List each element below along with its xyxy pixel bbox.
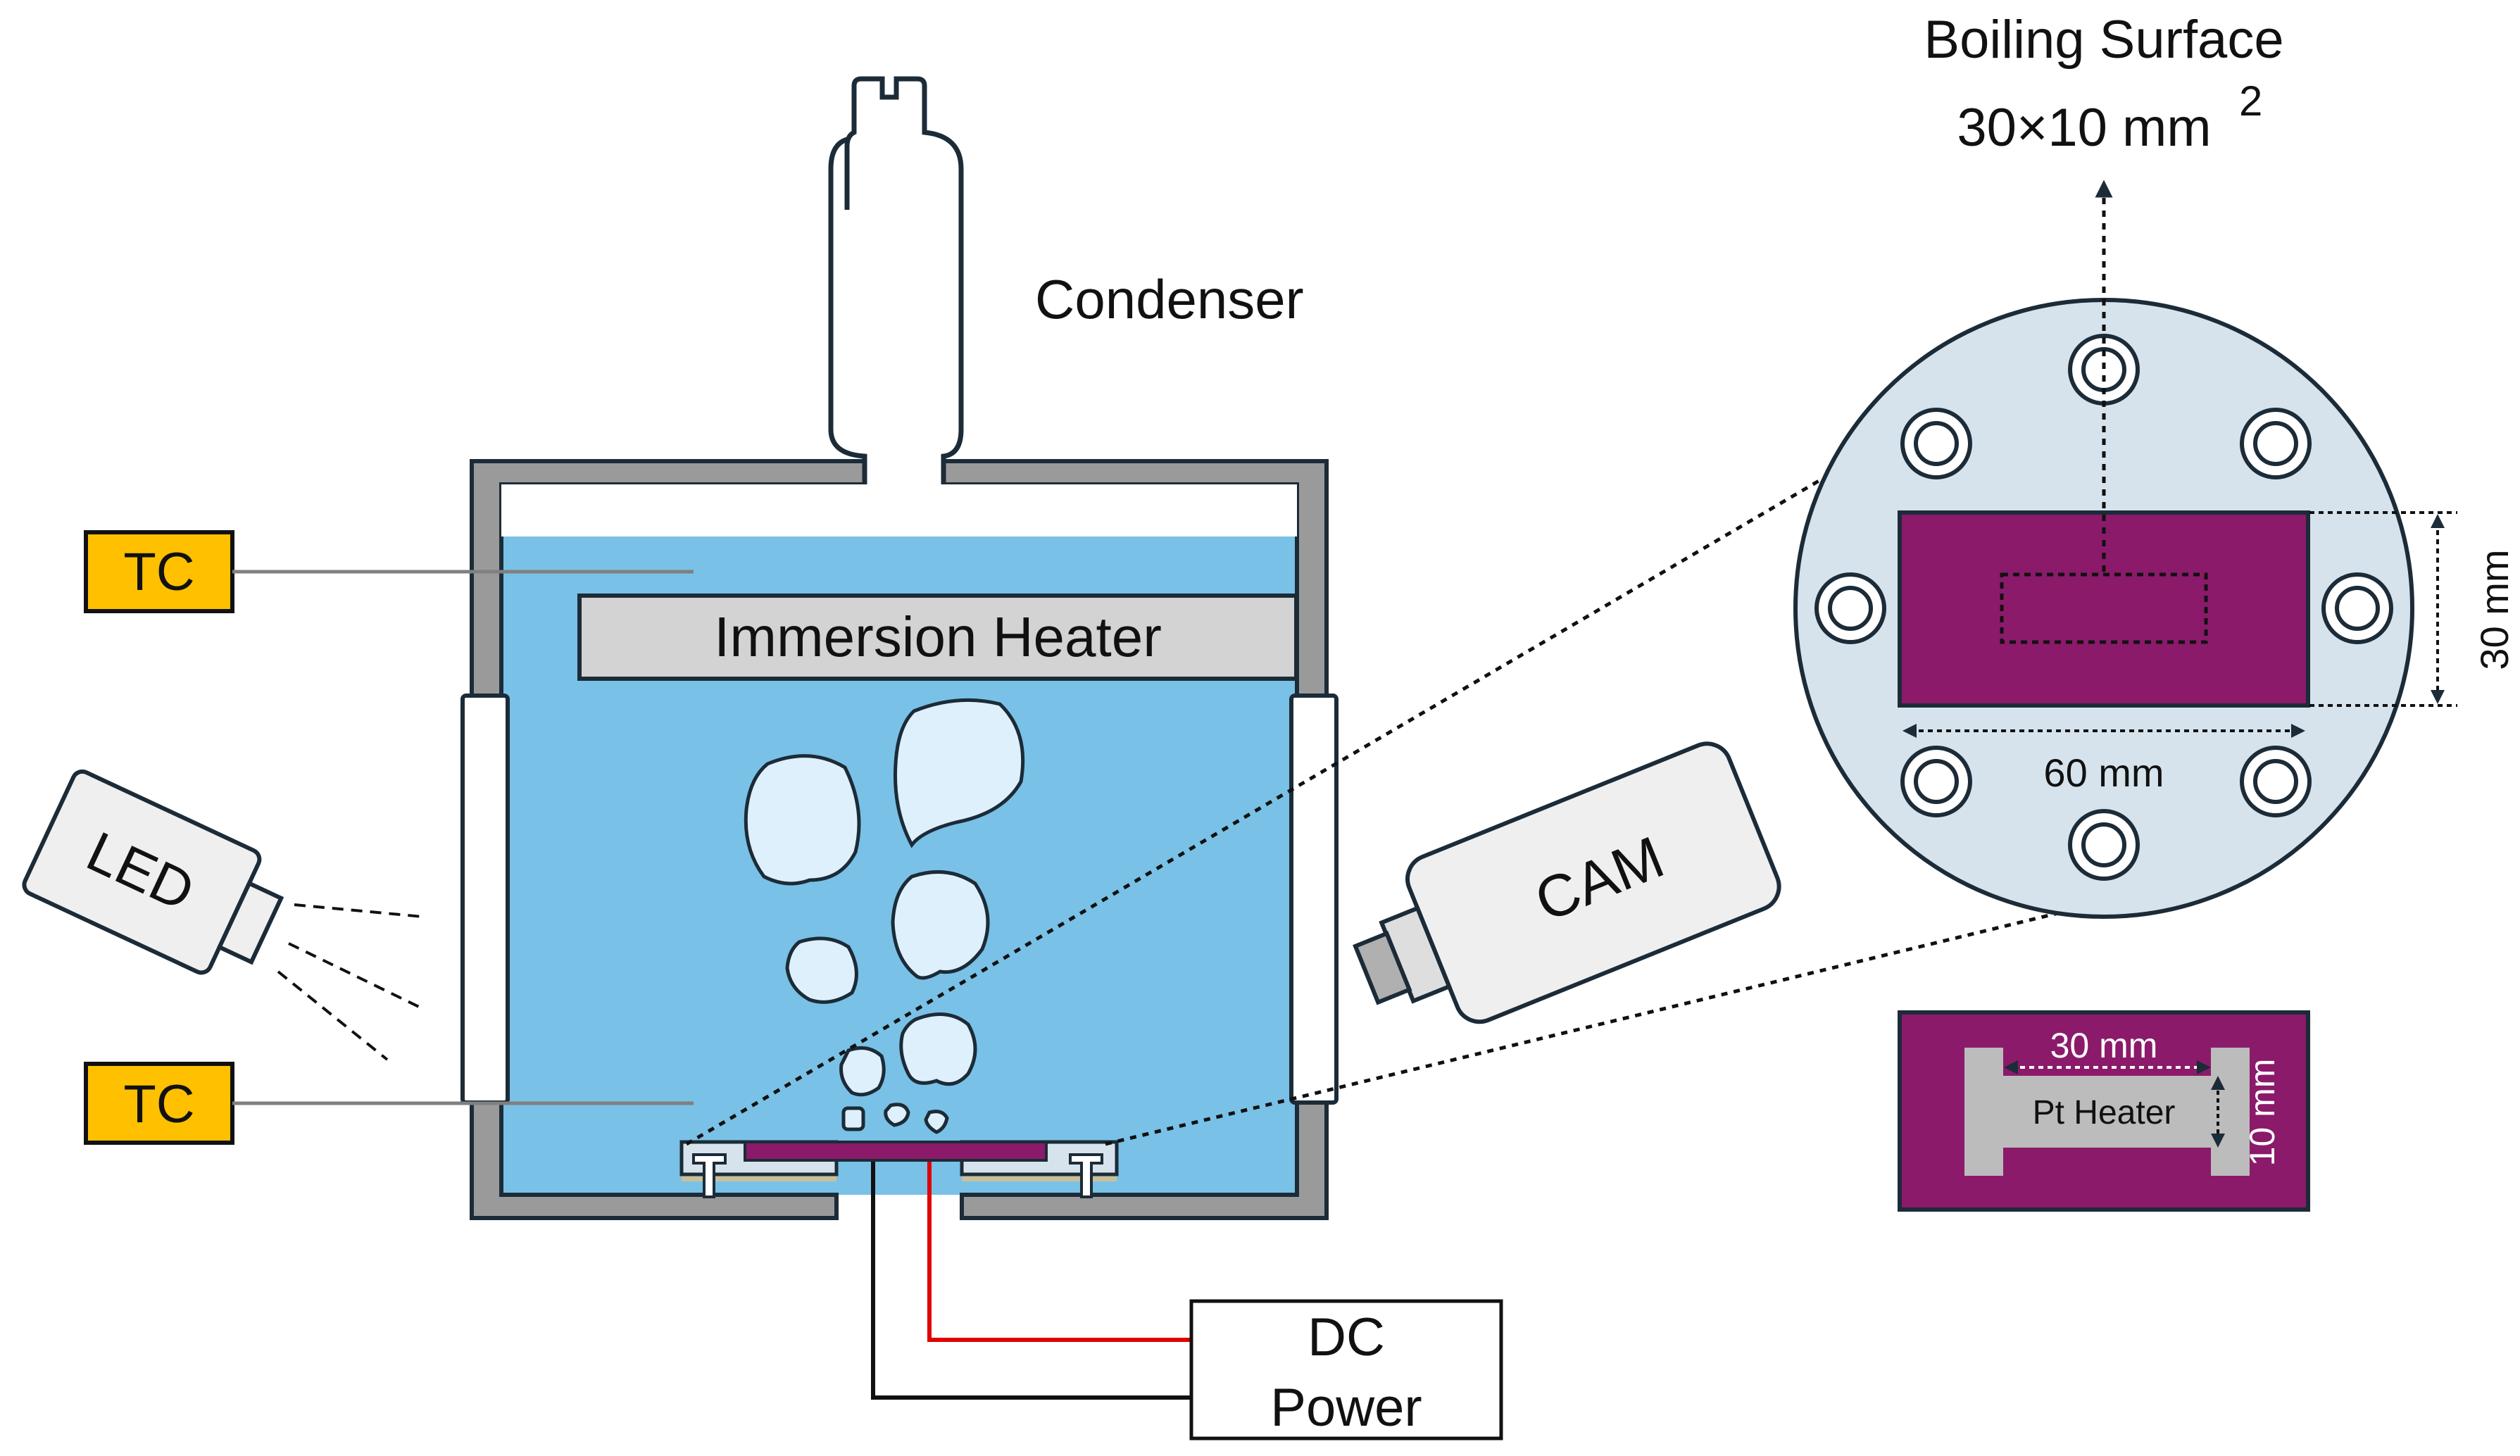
left-bolt bbox=[692, 1153, 727, 1198]
led-light-source: LED bbox=[22, 769, 284, 975]
vapor-bubbles bbox=[744, 698, 1025, 1134]
red-wire bbox=[927, 1162, 1191, 1342]
bubble bbox=[924, 1110, 949, 1134]
flange-height-dimension bbox=[2309, 511, 2457, 707]
boiling-surface-outline bbox=[2000, 572, 2208, 644]
right-bolt bbox=[1069, 1153, 1103, 1198]
bolt-hole bbox=[1814, 572, 1886, 644]
dc-power-label-line2: Power bbox=[1270, 1378, 1422, 1438]
camera: CAM bbox=[1353, 741, 1781, 1024]
pt-heater-element bbox=[1964, 1048, 2250, 1176]
bolt-hole bbox=[2240, 746, 2312, 817]
test-section-mount bbox=[679, 1140, 1119, 1198]
condenser-neck bbox=[865, 456, 944, 489]
right-viewing-window bbox=[1289, 694, 1339, 1105]
bubble bbox=[744, 754, 861, 886]
bolt-hole bbox=[2068, 334, 2140, 406]
black-wire bbox=[871, 1162, 1191, 1400]
zoom-lines bbox=[685, 308, 2112, 1146]
boiling-surface-exponent: 2 bbox=[2239, 77, 2262, 125]
bubble bbox=[785, 936, 858, 1004]
heater-height-label: 10 mm bbox=[2243, 1059, 2282, 1167]
condenser-label: Condenser bbox=[1035, 268, 1304, 330]
boiling-surface bbox=[744, 1141, 1048, 1162]
dc-power-supply bbox=[1189, 1299, 1503, 1441]
bolt-hole bbox=[2240, 408, 2312, 479]
heater-width-label: 30 mm bbox=[2050, 1026, 2158, 1065]
bolt-hole bbox=[1900, 408, 1972, 479]
led-light-rays bbox=[277, 903, 423, 1061]
flange-bolt-holes bbox=[1814, 334, 2393, 881]
vapor-space bbox=[501, 484, 1297, 536]
bubble bbox=[884, 1103, 910, 1127]
pt-heater-label: Pt Heater bbox=[2033, 1094, 2176, 1131]
immersion-heater-label: Immersion Heater bbox=[714, 605, 1162, 668]
bubble bbox=[839, 1046, 886, 1097]
flange-width-label: 60 mm bbox=[2043, 751, 2164, 795]
immersion-heater bbox=[577, 594, 1298, 681]
bubble bbox=[841, 1106, 865, 1131]
bolt-hole bbox=[2321, 572, 2393, 644]
boiling-surface-dims: 30×10 mm bbox=[1957, 98, 2211, 158]
left-viewing-window bbox=[460, 694, 510, 1105]
condenser bbox=[828, 76, 964, 467]
bolt-hole bbox=[1900, 746, 1972, 817]
tc-box-top bbox=[84, 530, 234, 613]
flange-height-label: 30 mm bbox=[2472, 549, 2516, 670]
bubble bbox=[894, 698, 1025, 848]
bubble bbox=[899, 1012, 977, 1086]
tc-label-top: TC bbox=[123, 542, 194, 602]
tc-label-bottom: TC bbox=[123, 1074, 194, 1134]
bubble bbox=[891, 870, 990, 980]
boiling-surface-title: Boiling Surface bbox=[1924, 10, 2283, 70]
bolt-hole bbox=[2068, 809, 2140, 881]
dc-power-label-line1: DC bbox=[1308, 1307, 1385, 1367]
